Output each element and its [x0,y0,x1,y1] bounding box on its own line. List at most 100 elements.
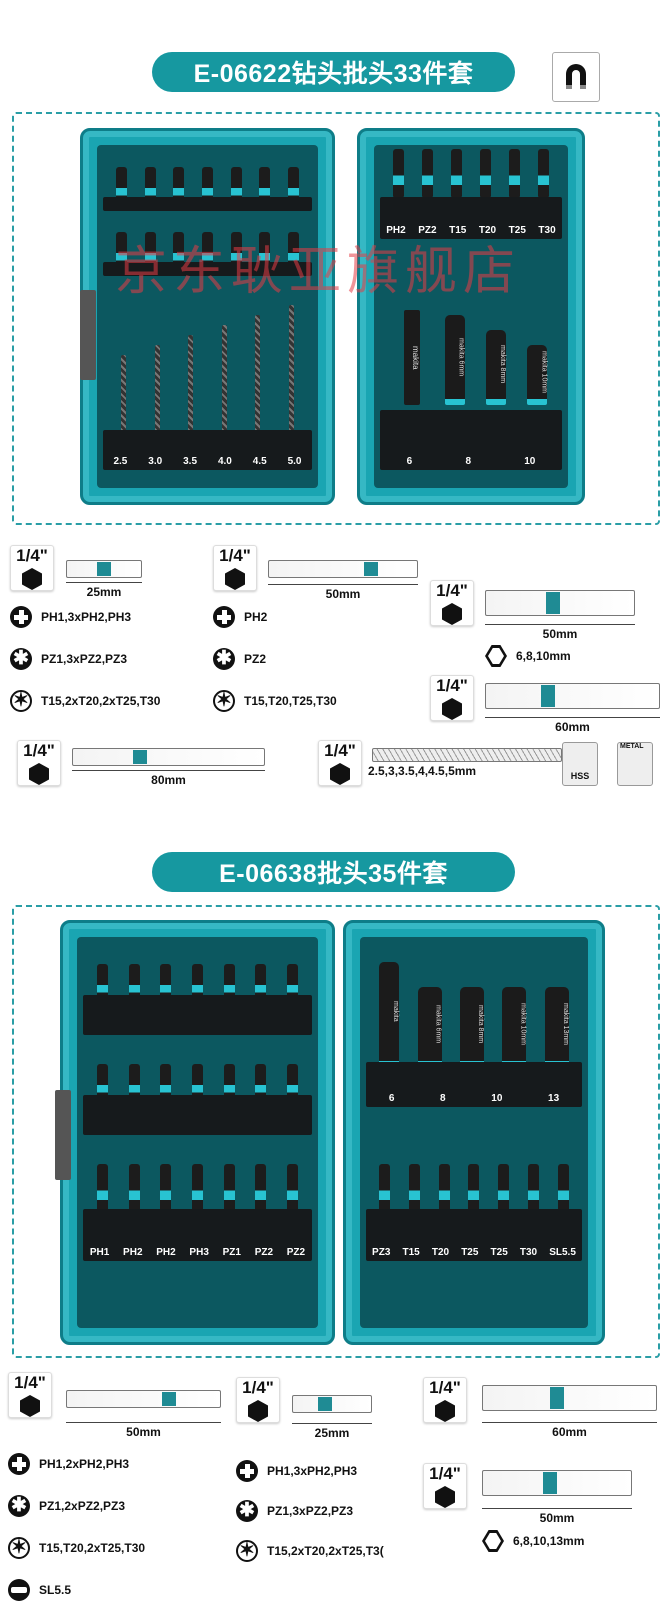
spec-item: PZ1,2xPZ2,PZ3 [8,1494,126,1517]
set1-frame [12,112,660,525]
rail-label: PH2 [123,1247,143,1258]
bit [201,232,213,270]
bit [191,1064,203,1102]
pozidriv-icon [8,1494,30,1517]
hex-shank-icon [29,763,49,785]
holder-illustration [482,1385,657,1411]
rail-label: T20 [431,1247,450,1258]
rail-label: T30 [538,225,556,236]
bit [409,1164,421,1212]
bit [223,964,235,1002]
bit [128,1164,140,1212]
rail-label: T25 [508,225,526,236]
extension-holder: makita [404,310,420,405]
rail-label: 6 [406,456,413,467]
drill-bit [188,335,194,435]
phillips-icon [236,1460,258,1482]
case-latch[interactable] [80,290,96,380]
hss-badge: HSS [562,742,598,786]
hex-shank-icon [22,568,42,590]
spec-text: T15,2xT20,2xT25,T30 [41,694,161,708]
spec-text: PH1,3xPH2,PH3 [267,1464,358,1478]
bit [128,1064,140,1102]
rail-label: T30 [519,1247,538,1258]
drill-illustration [372,748,562,762]
bit [509,149,520,197]
hex-shank-icon [442,698,462,720]
spec-text: PH1,2xPH2,PH3 [39,1457,130,1471]
bit [422,149,433,197]
rail-label: 3.0 [148,456,163,467]
pozidriv-icon [236,1499,258,1522]
socket: makita 13mm [544,987,569,1067]
bit [160,1064,172,1102]
bit [223,1064,235,1102]
hex-shank-icon [442,603,462,625]
bit [480,149,491,197]
bit [97,964,109,1002]
torx-icon [236,1539,258,1562]
bit-illustration [292,1395,372,1413]
spec-text: T15,T20,T25,T30 [244,694,337,708]
bit [255,1064,267,1102]
bit [160,1164,172,1212]
spec-text: PZ1,3xPZ2,PZ3 [267,1504,354,1518]
bit [191,1164,203,1212]
bit [115,167,127,205]
pozidriv-icon [213,647,235,670]
rail-label: PZ2 [418,225,437,236]
hex-shank-icon [248,1400,268,1422]
bit [288,232,300,270]
spec-text: SL5.5 [39,1583,72,1597]
hex-shank-icon [330,763,350,785]
bit [160,964,172,1002]
rail-label: SL5.5 [549,1247,576,1258]
bit [451,149,462,197]
hex-shank-icon [20,1395,40,1417]
bit [538,149,549,197]
bit [527,1164,539,1212]
bit [255,964,267,1002]
drill-bit [221,325,227,435]
rail-label: 8 [465,456,471,467]
spec-text: PZ2 [244,652,267,666]
torx-icon [8,1536,30,1559]
spec-text: T15,T20,2xT25,T30 [39,1541,146,1555]
magnet-icon [552,52,600,102]
socket-sizes: 6,8,10,13mm [482,1530,584,1552]
bit [201,167,213,205]
bit [97,1164,109,1212]
spec-item: PH1,3xPH2,PH3 [10,606,131,628]
rail-label: T25 [461,1247,479,1258]
bit [115,232,127,270]
bit [173,167,185,205]
rail-label: PZ3 [372,1247,391,1258]
set2-title: E-06638批头35件套 [152,852,515,892]
rail-label: 4.0 [217,456,232,467]
holder-illustration [485,683,660,709]
watermark: 京东耿亚旗舰店 [115,242,522,302]
rail-label: 8 [440,1093,446,1104]
socket-sizes: 6,8,10mm [485,645,571,667]
rail-label: 4.5 [252,456,267,467]
spec-item: SL5.5 [8,1579,71,1601]
rail-label: 6 [388,1093,395,1104]
bit [259,167,271,205]
spec-text: PZ1,2xPZ2,PZ3 [39,1499,126,1513]
drill-bit [121,355,127,435]
spec-item: T15,2xT20,2xT25,T3( [236,1539,384,1562]
spec-text: PZ1,3xPZ2,PZ3 [41,652,128,666]
hex-nut-icon [485,645,507,667]
bit-illustration [268,560,418,578]
rail-label: PH3 [189,1247,209,1258]
bit [557,1164,569,1212]
rail-label: T25 [490,1247,508,1258]
rail-label: PH2 [156,1247,176,1258]
spec-item: PH1,3xPH2,PH3 [236,1460,357,1482]
spec-text: PH2 [244,610,268,624]
phillips-icon [10,606,32,628]
case-latch[interactable] [55,1090,71,1180]
